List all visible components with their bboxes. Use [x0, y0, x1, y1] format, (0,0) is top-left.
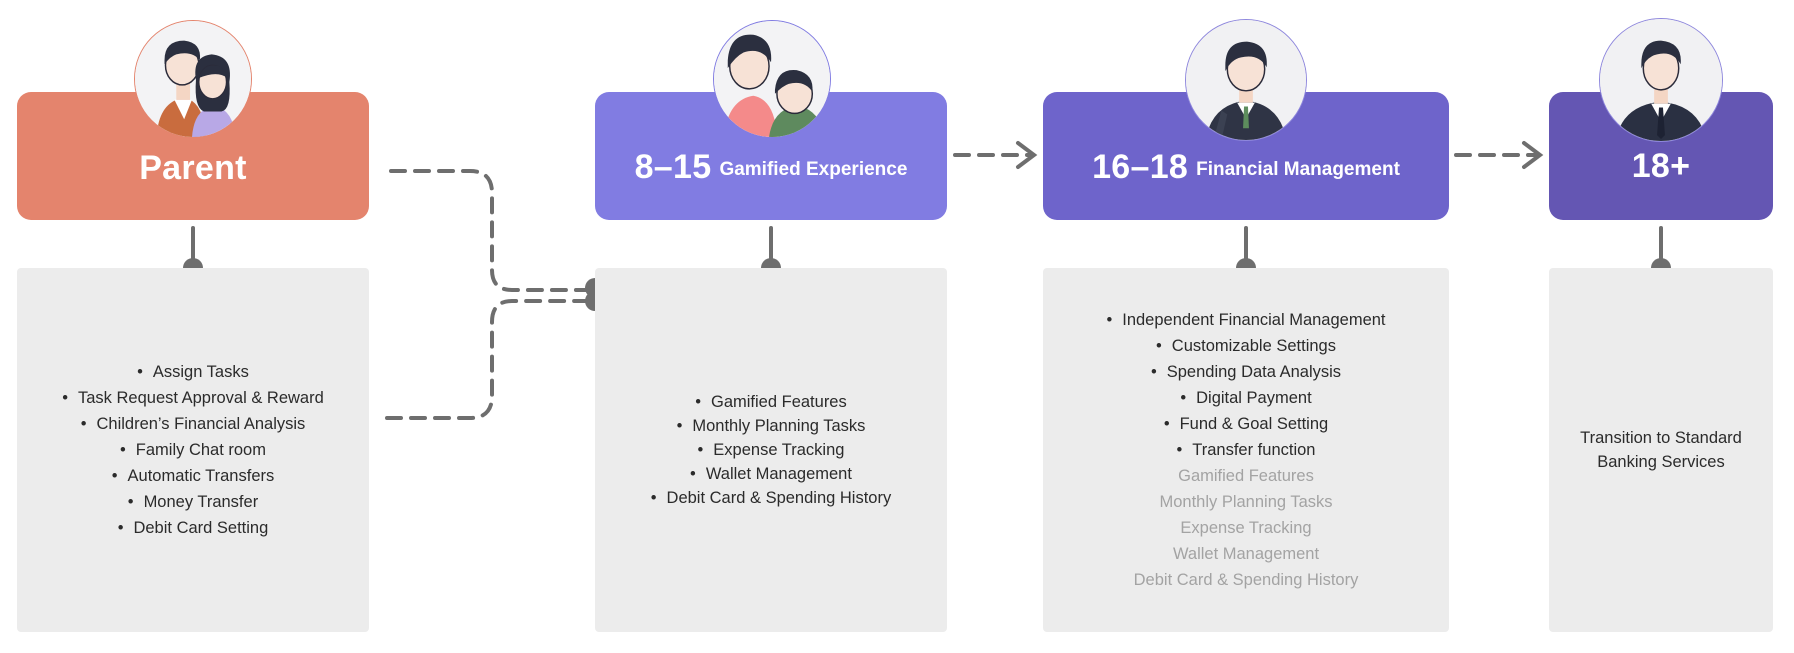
list-item: Independent Financial Management	[1106, 307, 1385, 333]
adult-avatar-icon	[1599, 18, 1723, 142]
inherited-list-item: Debit Card & Spending History	[1133, 571, 1359, 589]
inherited-list-item: Wallet Management	[1172, 545, 1320, 563]
transition-text-line-1: Transition to Standard	[1580, 429, 1742, 447]
stage-subtitle-16-18: Financial Management	[1196, 159, 1400, 180]
list-item: Gamified Features	[651, 390, 891, 414]
feature-panel-parent: Assign Tasks Task Request Approval & Rew…	[17, 268, 369, 632]
inherited-list-item: Expense Tracking	[1180, 519, 1312, 537]
list-item: Task Request Approval & Reward	[62, 385, 324, 411]
feature-list-16-18: Independent Financial Management Customi…	[1106, 307, 1385, 593]
arrow-head-1-icon	[1016, 141, 1038, 169]
list-item: Fund & Goal Setting	[1106, 411, 1385, 437]
student-avatar-icon	[1185, 19, 1307, 141]
feature-panel-8-15: Gamified Features Monthly Planning Tasks…	[595, 268, 947, 632]
dashed-connector-top	[389, 169, 597, 292]
arrow-head-2-icon	[1522, 141, 1544, 169]
dashed-connector-bottom	[385, 299, 597, 420]
list-item: Debit Card Setting	[62, 515, 324, 541]
list-item: Debit Card & Spending History	[651, 486, 892, 510]
feature-panel-16-18: Independent Financial Management Customi…	[1043, 268, 1449, 632]
list-item: Automatic Transfers	[62, 463, 324, 489]
stage-title-16-18: 16–18	[1092, 147, 1189, 186]
list-item: Spending Data Analysis	[1106, 359, 1385, 385]
transition-text: Transition to Standard Banking Services	[1580, 426, 1742, 474]
feature-list-parent: Assign Tasks Task Request Approval & Rew…	[62, 359, 324, 541]
list-item: Wallet Management	[651, 462, 891, 486]
inherited-list-item: Monthly Planning Tasks	[1159, 493, 1333, 511]
list-item: Expense Tracking	[651, 438, 891, 462]
list-item: Assign Tasks	[62, 359, 324, 385]
list-item: Digital Payment	[1106, 385, 1385, 411]
list-item: Family Chat room	[62, 437, 324, 463]
list-item: Monthly Planning Tasks	[651, 414, 891, 438]
inherited-list-item: Gamified Features	[1178, 467, 1314, 485]
stage-title-8-15: 8–15	[634, 147, 712, 186]
stage-title-parent: Parent	[139, 148, 247, 187]
parent-couple-icon	[134, 20, 252, 138]
list-item: Customizable Settings	[1106, 333, 1385, 359]
feature-panel-18-plus: Transition to Standard Banking Services	[1549, 268, 1773, 632]
stage-title-18-plus: 18+	[1631, 146, 1691, 185]
feature-list-8-15: Gamified Features Monthly Planning Tasks…	[651, 390, 892, 510]
list-item: Transfer function	[1106, 437, 1385, 463]
kids-avatar-icon	[713, 20, 831, 138]
list-item: Money Transfer	[62, 489, 324, 515]
stage-subtitle-8-15: Gamified Experience	[719, 159, 908, 180]
transition-text-line-2: Banking Services	[1597, 453, 1725, 471]
stage-header-16-18: 16–18 Financial Management	[1043, 92, 1449, 220]
list-item: Children’s Financial Analysis	[62, 411, 324, 437]
